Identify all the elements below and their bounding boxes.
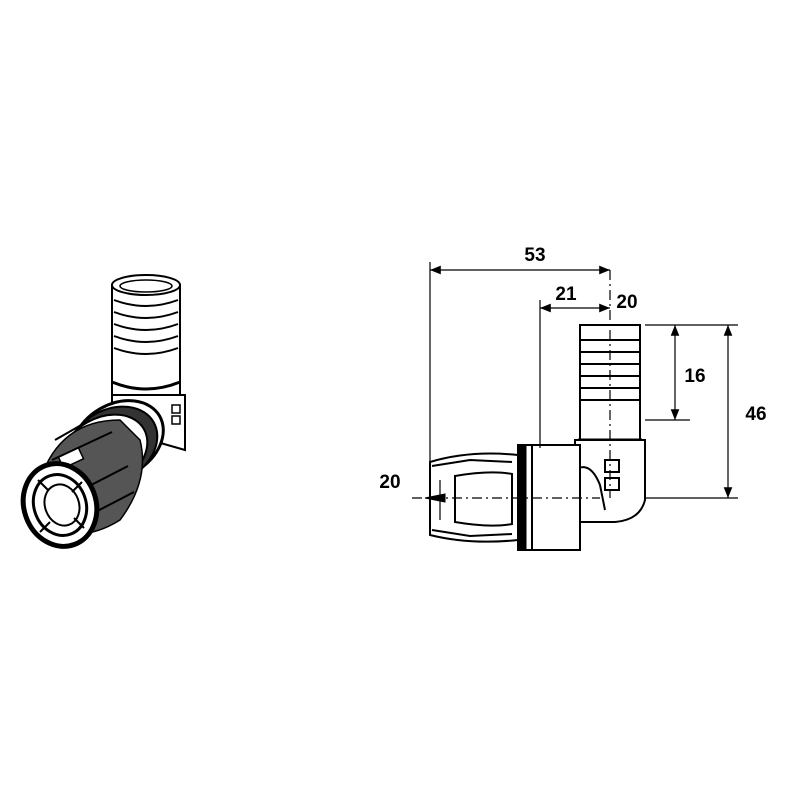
- dim-16: 16: [670, 325, 706, 420]
- iso-inlet: [20, 461, 100, 549]
- dim-21: 21: [540, 284, 610, 313]
- centerlines: [412, 270, 611, 499]
- dim-53: 53: [430, 245, 610, 275]
- iso-spigot: [111, 274, 181, 402]
- dim-16-label: 16: [684, 366, 705, 387]
- dim-21-label: 21: [555, 284, 577, 305]
- dim-20-outlet: 20: [616, 292, 637, 313]
- extension-lines: [429, 262, 738, 499]
- dim-46-label: 46: [745, 404, 766, 425]
- dim-46: 46: [723, 325, 767, 498]
- dim-53-label: 53: [524, 245, 545, 266]
- dim-20-inlet: 20: [379, 472, 400, 493]
- dim-20-inlet-label: 20: [379, 472, 400, 493]
- side-view: 53 21 20 16 46 20: [379, 245, 767, 551]
- isometric-view: [20, 274, 186, 549]
- side-spigot: [578, 324, 642, 442]
- dim-20-outlet-label: 20: [616, 292, 637, 313]
- iso-nut: [39, 399, 165, 535]
